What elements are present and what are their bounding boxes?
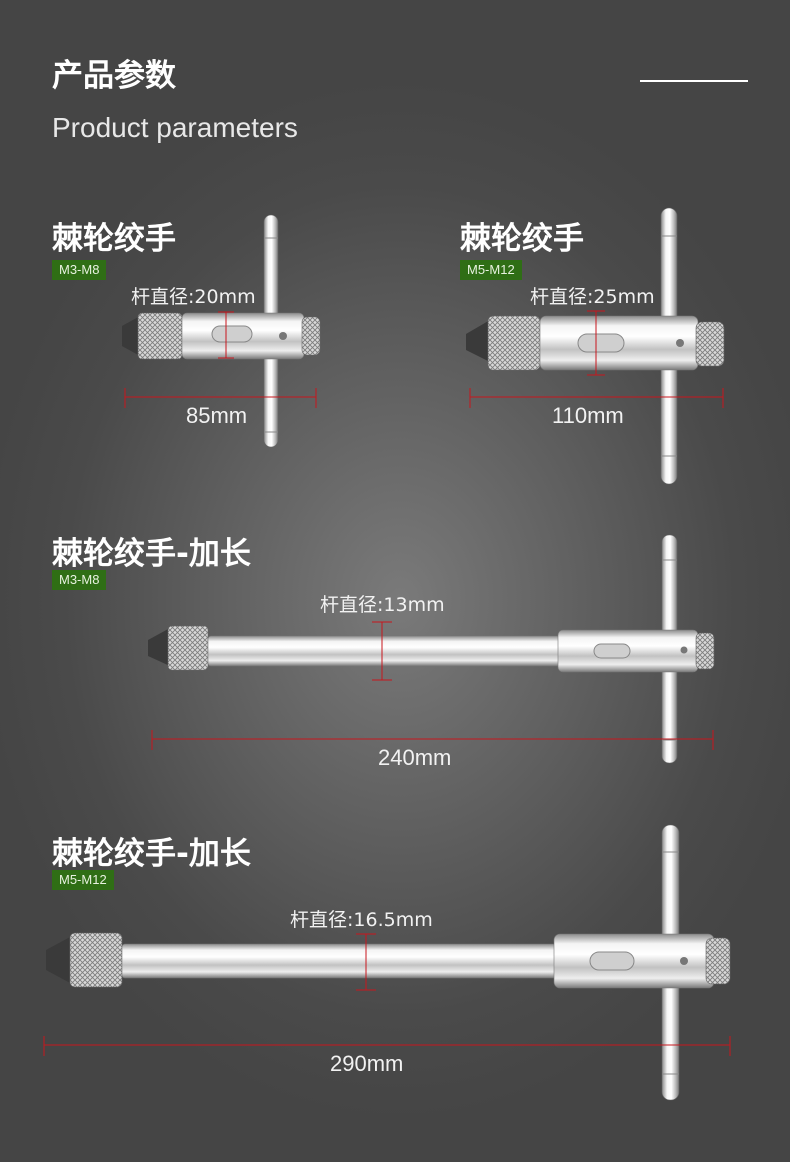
- product-4-length: 290mm: [330, 1051, 404, 1076]
- product-3-length: 240mm: [378, 745, 452, 770]
- product-4-title: 棘轮绞手-加长: [52, 836, 251, 872]
- product-2-length: 110mm: [552, 403, 624, 428]
- product-3-rod-diameter: 杆直径:13mm: [320, 594, 445, 616]
- product-1-title: 棘轮绞手: [52, 221, 176, 257]
- product-2-size-badge: M5-M12: [460, 260, 522, 280]
- product-1-size-badge: M3-M8: [52, 260, 107, 280]
- product-4-rod-diameter: 杆直径:16.5mm: [290, 909, 433, 931]
- page-title: 产品参数: [52, 58, 176, 94]
- product-2-rod-diameter: 杆直径:25mm: [530, 286, 655, 308]
- product-3-title: 棘轮绞手-加长: [52, 536, 251, 572]
- page-subtitle: Product parameters: [52, 112, 298, 143]
- product-2-title: 棘轮绞手: [460, 221, 584, 257]
- product-1-rod-diameter: 杆直径:20mm: [131, 286, 256, 308]
- product-1-length: 85mm: [186, 403, 248, 428]
- product-4-size-badge: M5-M12: [52, 870, 114, 890]
- title-divider: [640, 80, 748, 82]
- product-3-size-badge: M3-M8: [52, 570, 107, 590]
